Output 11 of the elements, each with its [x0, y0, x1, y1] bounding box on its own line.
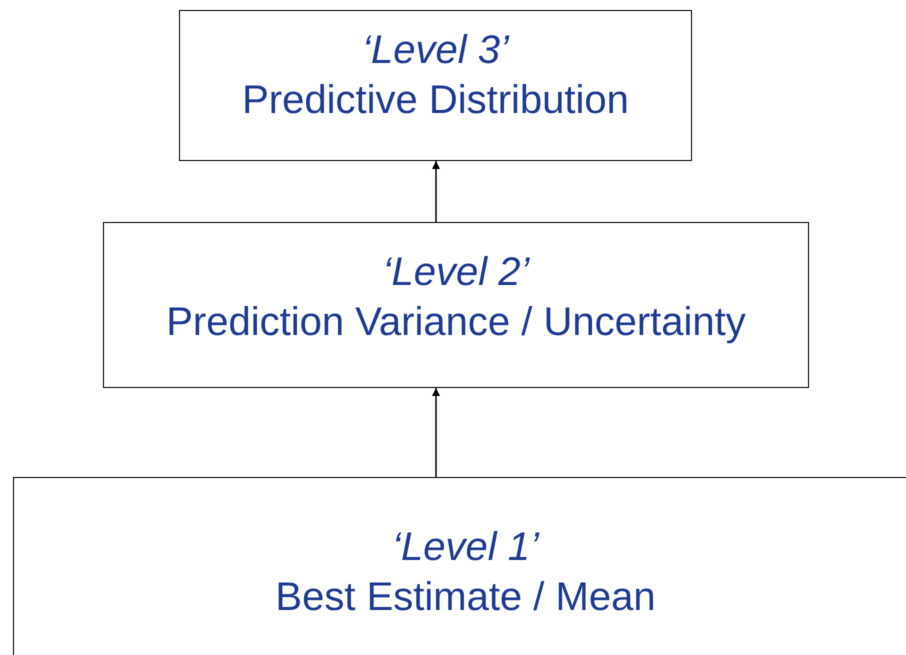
level-title: Best Estimate / Mean	[275, 574, 656, 621]
level-box	[13, 477, 906, 655]
level-label: ‘Level 2’	[382, 249, 530, 296]
level-box	[179, 10, 692, 161]
arrow	[432, 161, 440, 222]
level-label: ‘Level 3’	[362, 27, 509, 74]
arrow	[432, 388, 440, 477]
level-box	[103, 222, 809, 388]
level-label: ‘Level 1’	[392, 524, 539, 571]
level-title: Predictive Distribution	[242, 77, 629, 124]
level-title: Prediction Variance / Uncertainty	[166, 299, 746, 346]
